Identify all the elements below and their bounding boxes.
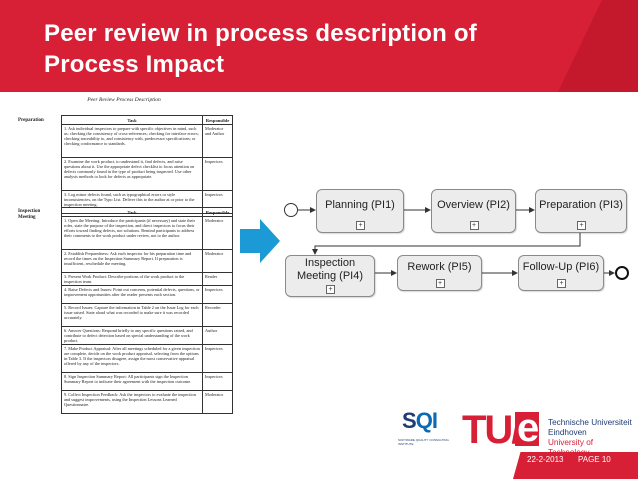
tue-e-letter: e [517, 406, 540, 450]
university-name-line1: Technische Universiteit [548, 418, 632, 427]
task-cell: 7. Make Product Appraisal: After all mee… [61, 344, 203, 373]
slide-header: Peer review in process description of Pr… [0, 0, 638, 92]
table-row: 3. Present Work Product: Describe portio… [61, 272, 233, 286]
table-header-responsible: Responsible [202, 207, 233, 217]
table-header-task: Task [61, 115, 203, 125]
preparation-section-label: Preparation [18, 118, 44, 123]
responsible-cell: Moderator [202, 249, 233, 273]
responsible-cell: Reader [202, 272, 233, 286]
follow-up-node[interactable]: Follow-Up (PI6) + [518, 255, 604, 291]
task-text: 1. Open the Meeting: Introduce the parti… [64, 218, 196, 238]
task-text: 1. Ask individual inspectors to prepare … [64, 126, 199, 146]
task-cell: 2. Establish Preparedness: Ask each insp… [61, 249, 203, 273]
slide-title-line1: Peer review in process description of [44, 20, 477, 47]
table-row: 9. Collect Inspection Feedback: Ask the … [61, 390, 233, 414]
process-flow-diagram: Planning (PI1) + Overview (PI2) + Prepar… [280, 170, 638, 297]
document-title: Peer Review Process Description [87, 97, 161, 103]
planning-label: Planning (PI1) [325, 198, 395, 211]
planning-node[interactable]: Planning (PI1) + [316, 189, 404, 233]
expand-icon[interactable]: + [435, 279, 445, 288]
responsible-cell: Inspectors [202, 285, 233, 304]
task-cell: 1. Ask individual inspectors to prepare … [61, 124, 203, 158]
tue-e-box [515, 412, 539, 446]
slide-title: Peer review in process description of Pr… [44, 18, 584, 80]
table-header-task: Task [61, 207, 203, 217]
task-cell: 3. Present Work Product: Describe portio… [61, 272, 203, 286]
task-text: 2. Establish Preparedness: Ask each insp… [64, 251, 192, 266]
process-description-document: Peer Review Process Description Preparat… [15, 97, 233, 422]
preparation-table: Task Responsible 1. Ask individual inspe… [61, 115, 233, 214]
footer-bar [513, 452, 638, 479]
table-row: 7. Make Product Appraisal: After all mee… [61, 344, 233, 373]
table-row: 5. Record Issues: Capture the informatio… [61, 303, 233, 327]
expand-icon[interactable]: + [326, 285, 335, 294]
task-text: 4. Raise Defects and Issues: Point out c… [64, 287, 200, 297]
expand-icon[interactable]: + [557, 279, 566, 288]
expand-icon[interactable]: + [356, 221, 365, 230]
task-text: 9. Collect Inspection Feedback: Ask the … [64, 392, 196, 407]
task-text: 7. Make Product Appraisal: After all mee… [64, 346, 200, 366]
tue-logo: TU/ e [462, 406, 544, 454]
responsible-cell: Inspectors [202, 157, 233, 191]
preparation-node[interactable]: Preparation (PI3) + [535, 189, 627, 233]
slide-title-line2: Process Impact [44, 51, 225, 78]
table-row: 6. Answer Questions: Respond briefly to … [61, 326, 233, 345]
overview-node[interactable]: Overview (PI2) + [431, 189, 516, 233]
responsible-cell: Moderator and Author [202, 124, 233, 158]
tue-letters: TU/ [462, 408, 522, 452]
sqi-wordmark: SQI [402, 408, 438, 433]
responsible-cell: Inspectors [202, 372, 233, 391]
sqi-tagline: SOFTWARE QUALITY CONSULTING INSTITUTE [398, 438, 449, 446]
task-text: 3. Log minor defects found, such as typo… [64, 192, 195, 207]
expand-icon[interactable]: + [577, 221, 586, 230]
table-row: 2. Examine the work product, to understa… [61, 157, 233, 191]
inspection-meeting-label: Inspection Meeting (PI4) [296, 257, 364, 282]
responsible-cell: Moderator [202, 390, 233, 414]
right-arrow-icon [240, 219, 280, 263]
task-cell: 6. Answer Questions: Respond briefly to … [61, 326, 203, 345]
task-text: 3. Present Work Product: Describe portio… [64, 274, 185, 284]
sqi-logo: SQI SOFTWARE QUALITY CONSULTING INSTITUT… [392, 408, 456, 454]
table-row: 1. Ask individual inspectors to prepare … [61, 124, 233, 158]
task-cell: 2. Examine the work product, to understa… [61, 157, 203, 191]
expand-icon[interactable]: + [469, 221, 479, 230]
rework-label: Rework (PI5) [407, 260, 472, 273]
responsible-cell: Inspectors [202, 344, 233, 373]
slide-date: 22-2-2013 [527, 455, 564, 464]
follow-up-label: Follow-Up (PI6) [522, 260, 600, 273]
task-text: 2. Examine the work product, to understa… [64, 159, 195, 179]
end-event-icon [615, 266, 629, 280]
table-row: 8. Sign Inspection Summary Report: All p… [61, 372, 233, 391]
preparation-label: Preparation (PI3) [539, 198, 623, 211]
task-cell: 5. Record Issues: Capture the informatio… [61, 303, 203, 327]
responsible-cell: Author [202, 326, 233, 345]
task-text: 8. Sign Inspection Summary Report: All p… [64, 374, 192, 384]
start-event-icon [284, 203, 298, 217]
page-number: PAGE 10 [578, 455, 611, 464]
table-row: 4. Raise Defects and Issues: Point out c… [61, 285, 233, 304]
responsible-cell: Moderator [202, 216, 233, 250]
task-cell: 4. Raise Defects and Issues: Point out c… [61, 285, 203, 304]
rework-node[interactable]: Rework (PI5) + [397, 255, 482, 291]
task-cell: 1. Open the Meeting: Introduce the parti… [61, 216, 203, 250]
overview-label: Overview (PI2) [437, 198, 510, 211]
task-text: 5. Record Issues: Capture the informatio… [64, 305, 199, 320]
table-row: 1. Open the Meeting: Introduce the parti… [61, 216, 233, 250]
university-name-line2: Eindhoven [548, 428, 587, 437]
task-cell: 9. Collect Inspection Feedback: Ask the … [61, 390, 203, 414]
responsible-cell: Recorder [202, 303, 233, 327]
flow-connectors [296, 207, 615, 276]
inspection-meeting-node[interactable]: Inspection Meeting (PI4) + [285, 255, 375, 297]
table-header-responsible: Responsible [202, 115, 233, 125]
table-row: 2. Establish Preparedness: Ask each insp… [61, 249, 233, 273]
inspection-section-label: Inspection Meeting [18, 209, 41, 220]
task-text: 6. Answer Questions: Respond briefly to … [64, 328, 193, 343]
task-cell: 8. Sign Inspection Summary Report: All p… [61, 372, 203, 391]
inspection-table: Task Responsible 1. Open the Meeting: In… [61, 207, 233, 414]
